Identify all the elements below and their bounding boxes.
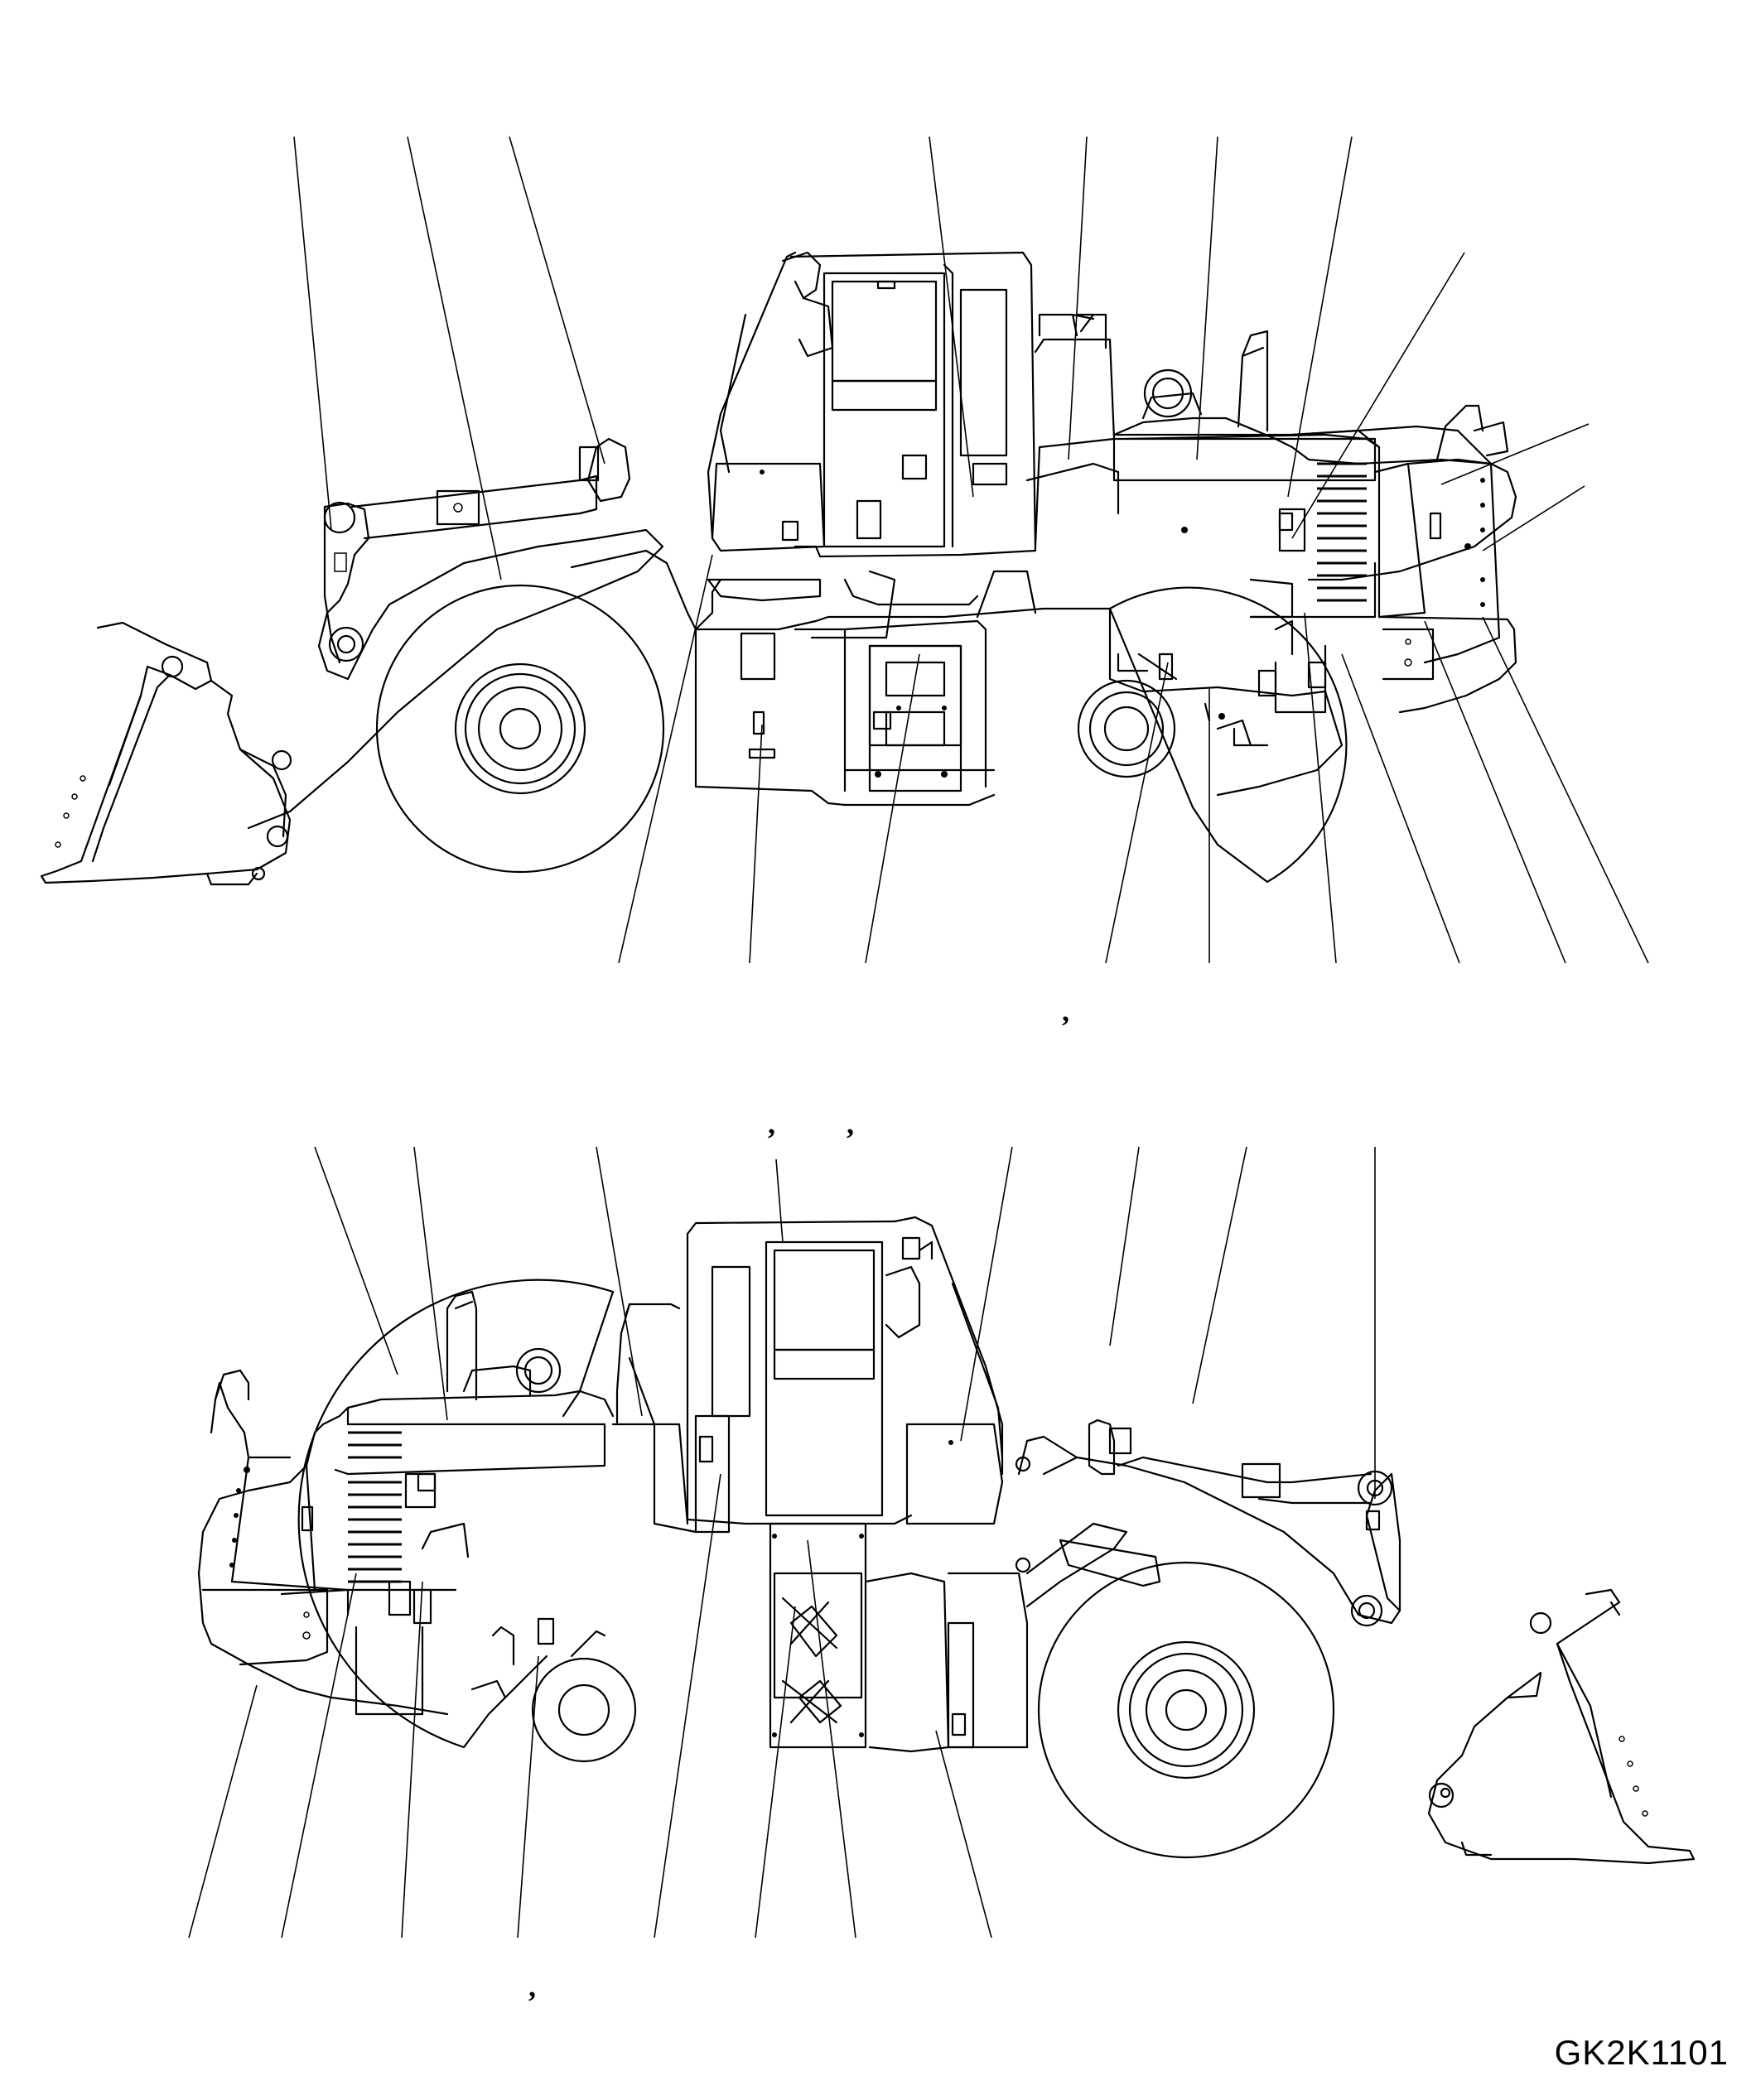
leader-bottom-1 [314, 1146, 398, 1375]
separator-1: , [1062, 995, 1069, 1028]
bottom-lift-arm [1015, 1418, 1401, 1627]
top-lift-arm [247, 437, 664, 830]
bottom-ladder [769, 1522, 1029, 1753]
drawing-id-label: GK2K1101 [1554, 2033, 1729, 2072]
leader-bottom-10 [281, 1573, 357, 1939]
leader-bottom-11 [401, 1581, 423, 1939]
leader-bottom-2 [413, 1146, 448, 1421]
leader-bottom-16 [935, 1730, 992, 1939]
top-ladder [843, 313, 1095, 792]
leader-bottom-6 [1109, 1146, 1140, 1346]
leader-top-19 [1482, 616, 1649, 964]
top-bucket [40, 621, 292, 886]
leader-top-3 [509, 136, 605, 465]
leader-bottom-7 [1192, 1146, 1247, 1404]
bottom-view-machine [197, 1216, 1696, 1865]
leader-top-9 [1440, 423, 1590, 485]
separator-3: , [847, 1107, 854, 1140]
leader-bottom-14 [755, 1606, 796, 1939]
leader-bottom-5 [960, 1146, 1013, 1442]
top-rear-wheel [1077, 586, 1348, 884]
top-view-leaders [293, 136, 1649, 964]
separator-2: , [768, 1107, 775, 1140]
top-cab [707, 251, 1037, 602]
leader-top-2 [407, 136, 502, 580]
separator-4: , [528, 1970, 536, 2003]
leader-bottom-13 [654, 1473, 721, 1939]
bottom-cab [686, 1216, 1004, 1534]
top-chassis [570, 549, 1112, 807]
leader-bottom-3 [596, 1146, 643, 1417]
leader-top-18 [1424, 620, 1566, 964]
leader-top-14 [1105, 662, 1169, 964]
leader-bottom-4 [775, 1158, 784, 1243]
leader-top-5 [1068, 136, 1088, 460]
leader-top-17 [1341, 653, 1460, 964]
bottom-engine-hood [197, 1290, 697, 1716]
leader-bottom-9 [188, 1684, 258, 1939]
top-front-wheel [375, 584, 665, 874]
leader-top-6 [1196, 136, 1218, 460]
leader-top-13 [865, 653, 920, 964]
leader-top-10 [1482, 485, 1585, 551]
bottom-bucket [1427, 1588, 1696, 1865]
leader-top-11 [618, 554, 713, 964]
leader-top-8 [1291, 252, 1465, 539]
bottom-front-wheel [1037, 1561, 1335, 1859]
leader-top-12 [749, 724, 763, 964]
leader-bottom-15 [807, 1539, 856, 1939]
leader-bottom-12 [517, 1655, 539, 1939]
leader-top-7 [1287, 136, 1353, 498]
bottom-view-leaders [188, 1146, 1376, 1939]
leader-top-16 [1304, 612, 1337, 964]
top-engine-hood [1025, 313, 1517, 747]
top-view-machine [40, 251, 1517, 886]
leader-top-4 [929, 136, 974, 498]
leader-top-1 [293, 136, 332, 531]
